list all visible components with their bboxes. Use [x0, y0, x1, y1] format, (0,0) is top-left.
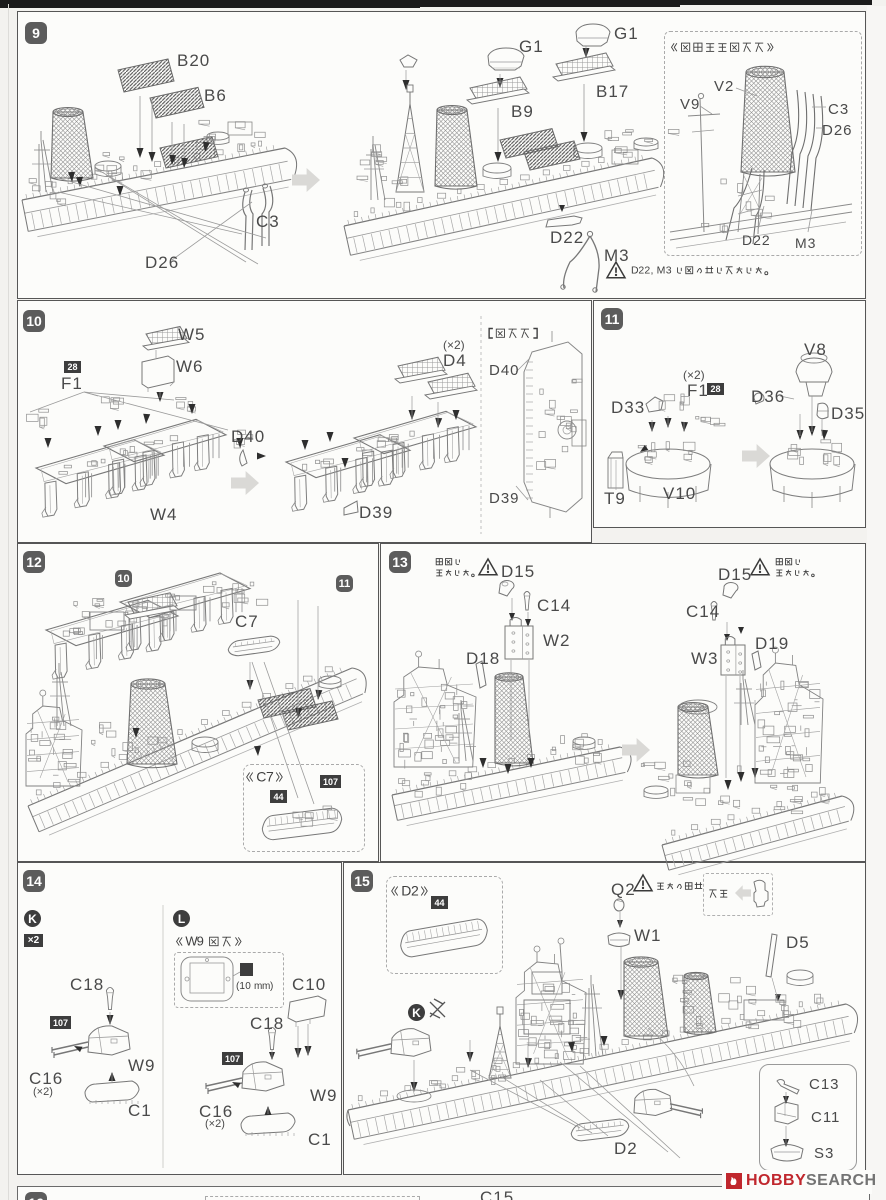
svg-text:2: 2	[644, 265, 650, 277]
svg-text:7: 7	[266, 769, 274, 785]
svg-text:): )	[270, 981, 273, 992]
svg-text:.: .	[242, 981, 245, 992]
svg-text:D: D	[631, 265, 639, 277]
svg-text:D: D	[401, 883, 411, 899]
svg-text:9: 9	[197, 934, 204, 949]
svg-text:(: (	[236, 981, 240, 992]
svg-text:0: 0	[245, 981, 251, 992]
svg-text:,: ,	[651, 265, 654, 277]
svg-text:M: M	[657, 265, 666, 277]
svg-text:2: 2	[638, 265, 644, 277]
svg-text:C: C	[256, 769, 266, 785]
svg-text:2: 2	[411, 883, 419, 899]
svg-text:1: 1	[239, 981, 245, 992]
svg-text:3: 3	[666, 265, 672, 277]
svg-text:m: m	[254, 981, 262, 992]
svg-text:m: m	[262, 981, 270, 992]
svg-text:W: W	[185, 934, 198, 949]
